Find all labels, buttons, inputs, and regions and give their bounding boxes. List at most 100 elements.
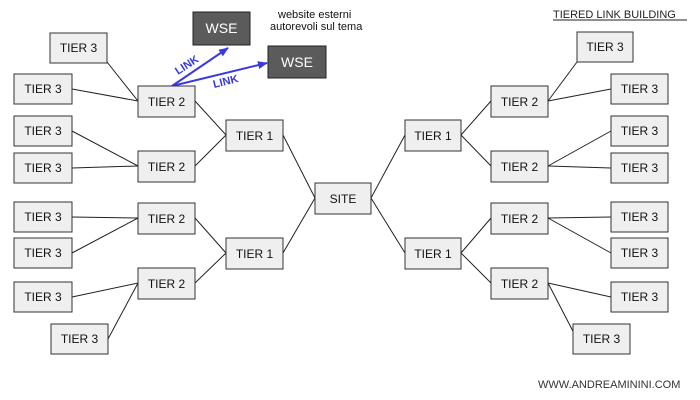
tier3-label: TIER 3: [60, 41, 98, 55]
tier1-node: TIER 1: [225, 119, 284, 152]
connector: [547, 282, 612, 298]
connector: [71, 165, 139, 169]
connector: [71, 282, 139, 298]
tier2-node: TIER 2: [137, 202, 196, 235]
link-arrow-2: [171, 61, 268, 87]
tier3-node: TIER 3: [610, 152, 669, 184]
wse-label: WSE: [206, 20, 238, 36]
tier3-label: TIER 3: [621, 82, 659, 96]
tier2-node: TIER 2: [137, 267, 196, 300]
tier1-label: TIER 1: [414, 129, 452, 143]
wse-box-1: WSE: [192, 11, 251, 46]
tier2-label: TIER 2: [148, 160, 186, 174]
tier3-node: TIER 3: [610, 201, 669, 233]
connector: [460, 217, 492, 254]
connector: [370, 134, 406, 199]
tier2-label: TIER 2: [148, 95, 186, 109]
connector: [282, 197, 316, 254]
tier3-node: TIER 3: [610, 281, 669, 313]
tier3-node: TIER 3: [13, 281, 73, 313]
connector: [547, 282, 578, 340]
tier3-node: TIER 3: [610, 73, 669, 105]
tier3-label: TIER 3: [24, 82, 62, 96]
tier3-label: TIER 3: [621, 290, 659, 304]
tier2-node: TIER 2: [490, 202, 549, 235]
tier3-label: TIER 3: [24, 246, 62, 260]
wse-box-2: WSE: [267, 45, 327, 79]
connector: [547, 61, 578, 102]
connector-lines: [71, 61, 612, 340]
tier2-node: TIER 2: [137, 150, 196, 183]
tier1-label: TIER 1: [236, 129, 274, 143]
tier3-label: TIER 3: [621, 124, 659, 138]
tier3-label: TIER 3: [621, 246, 659, 260]
connector: [194, 217, 227, 254]
connector: [71, 130, 139, 167]
tier2-label: TIER 2: [148, 277, 186, 291]
wse-note-line-2: autorevoli sul tema: [270, 21, 363, 33]
tier3-label: TIER 3: [24, 124, 62, 138]
connector: [547, 217, 612, 254]
connector: [460, 100, 492, 136]
connector: [547, 88, 612, 102]
connector: [194, 252, 227, 284]
connector: [547, 165, 612, 169]
tier3-node: TIER 3: [50, 323, 109, 355]
tier3-node: TIER 3: [49, 32, 108, 64]
tier2-label: TIER 2: [148, 212, 186, 226]
link-arrow-1: [171, 47, 229, 87]
tier2-node: TIER 2: [490, 150, 549, 183]
diagram-title: TIERED LINK BUILDING: [553, 9, 676, 21]
tier2-label: TIER 2: [501, 95, 539, 109]
site-node: SITE: [314, 182, 372, 215]
tier3-label: TIER 3: [583, 332, 621, 346]
tier2-label: TIER 2: [501, 160, 539, 174]
tier3-node: TIER 3: [576, 31, 634, 63]
connector: [71, 216, 139, 219]
connector: [194, 100, 227, 136]
connector: [547, 130, 612, 167]
connector: [71, 217, 139, 254]
connector: [282, 134, 316, 199]
connector: [71, 88, 139, 102]
tier3-label: TIER 3: [586, 40, 624, 54]
tier3-node: TIER 3: [13, 201, 73, 233]
footer-url: WWW.ANDREAMININI.COM: [538, 379, 680, 391]
connector: [194, 134, 227, 167]
tier3-node: TIER 3: [13, 152, 73, 184]
tier3-node: TIER 3: [572, 323, 631, 355]
link-arrows: LINK LINK: [171, 47, 268, 91]
tier3-node: TIER 3: [13, 237, 73, 269]
connector: [460, 134, 492, 167]
link-label-1: LINK: [173, 53, 201, 77]
tier1-label: TIER 1: [414, 247, 452, 261]
tier3-node: TIER 3: [610, 115, 669, 147]
tier3-label: TIER 3: [621, 210, 659, 224]
tier1-node: TIER 1: [225, 237, 284, 270]
connector: [370, 197, 406, 254]
wse-label: WSE: [281, 54, 313, 70]
tier3-label: TIER 3: [621, 161, 659, 175]
site-label: SITE: [330, 192, 357, 206]
tier2-node: TIER 2: [490, 267, 549, 300]
tier3-label: TIER 3: [24, 161, 62, 175]
tier3-node: TIER 3: [610, 237, 669, 269]
tier2-label: TIER 2: [501, 277, 539, 291]
connector: [547, 216, 612, 219]
tier3-node: TIER 3: [13, 73, 73, 105]
tier1-node: TIER 1: [404, 119, 462, 152]
tier1-node: TIER 1: [404, 237, 462, 270]
tier2-node: TIER 2: [137, 85, 196, 118]
tier2-node: TIER 2: [490, 85, 549, 118]
connector: [107, 282, 139, 340]
connector: [106, 61, 139, 102]
tier2-label: TIER 2: [501, 212, 539, 226]
tier3-label: TIER 3: [24, 290, 62, 304]
tier3-node: TIER 3: [13, 115, 73, 147]
tier1-label: TIER 1: [236, 247, 274, 261]
connector: [460, 252, 492, 284]
wse-note-line-1: website esterni: [277, 9, 351, 21]
tier3-label: TIER 3: [24, 210, 62, 224]
tier3-label: TIER 3: [61, 332, 99, 346]
